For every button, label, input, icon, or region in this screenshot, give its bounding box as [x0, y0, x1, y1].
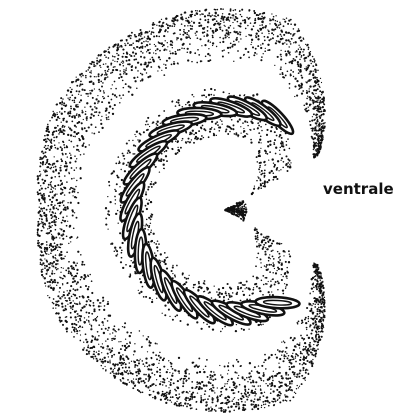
outer-stippled-layer — [37, 8, 326, 413]
ventrale-label: ventrale — [323, 180, 394, 198]
